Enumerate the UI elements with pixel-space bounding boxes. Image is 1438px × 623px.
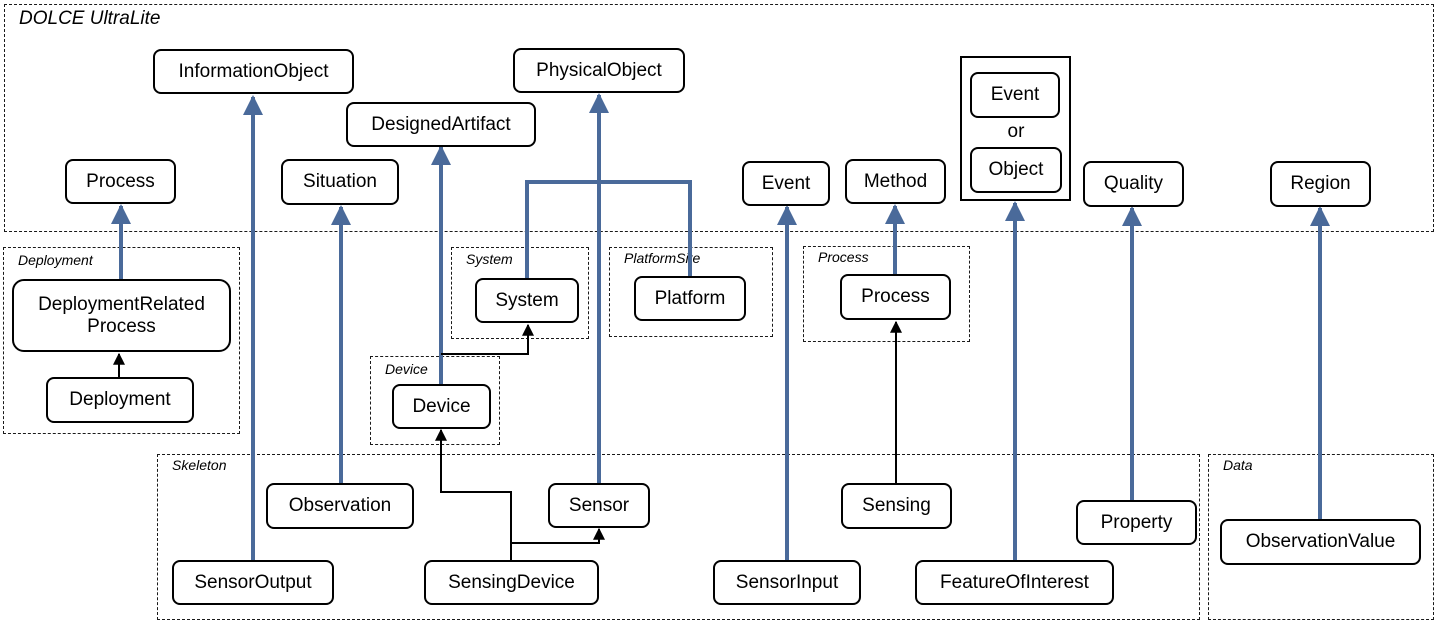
node-quality[interactable]: Quality [1083, 161, 1184, 207]
node-sensor-output[interactable]: SensorOutput [172, 560, 334, 605]
node-process-dolce[interactable]: Process [65, 159, 176, 204]
module-skeleton: Skeleton [157, 454, 1200, 620]
module-title-device: Device [385, 361, 428, 377]
node-physical-object[interactable]: PhysicalObject [513, 48, 685, 93]
node-device[interactable]: Device [392, 384, 491, 429]
edge-system-platform-connector [525, 180, 692, 278]
node-system[interactable]: System [475, 278, 579, 323]
module-title-data: Data [1223, 457, 1253, 473]
node-observation-value[interactable]: ObservationValue [1220, 519, 1421, 565]
edge-device-system [441, 323, 534, 355]
node-feature-of-interest[interactable]: FeatureOfInterest [915, 560, 1114, 605]
edge-sensingdevice-device [435, 428, 512, 560]
module-process: Process [803, 246, 970, 342]
node-method[interactable]: Method [845, 159, 946, 204]
module-title-skeleton: Skeleton [172, 457, 227, 473]
node-event-inner[interactable]: Event [970, 72, 1060, 118]
node-process-module[interactable]: Process [840, 274, 951, 320]
edge-sensingdevice-sensor [511, 527, 605, 544]
node-observation[interactable]: Observation [266, 483, 414, 529]
module-system: System [451, 247, 589, 339]
node-deployment[interactable]: Deployment [46, 377, 194, 423]
node-situation[interactable]: Situation [281, 159, 399, 205]
node-event-dolce[interactable]: Event [742, 161, 830, 206]
module-title-system: System [466, 251, 513, 267]
node-platform[interactable]: Platform [634, 276, 746, 321]
module-device: Device [370, 356, 500, 445]
node-sensor-input[interactable]: SensorInput [713, 560, 861, 605]
node-sensing-device[interactable]: SensingDevice [424, 560, 599, 605]
node-property[interactable]: Property [1076, 500, 1197, 545]
node-information-object[interactable]: InformationObject [153, 49, 354, 94]
module-title-process: Process [818, 249, 869, 265]
node-sensor[interactable]: Sensor [548, 483, 650, 528]
node-object-inner[interactable]: Object [970, 147, 1062, 193]
module-dolce-ultralite: DOLCE UltraLite [4, 4, 1434, 232]
node-sensing[interactable]: Sensing [841, 483, 952, 529]
module-title-platformsite: PlatformSite [624, 250, 701, 266]
or-label: or [1007, 121, 1025, 142]
module-title-deployment: Deployment [18, 252, 93, 268]
node-designed-artifact[interactable]: DesignedArtifact [346, 102, 536, 147]
node-deployment-related-process[interactable]: DeploymentRelated Process [12, 279, 231, 352]
module-title-dolce: DOLCE UltraLite [19, 8, 161, 29]
node-region[interactable]: Region [1270, 161, 1371, 207]
